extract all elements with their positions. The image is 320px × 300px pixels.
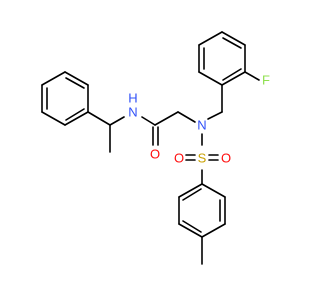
amide-hydrogen-label: H [128,91,137,106]
fluorophenyl-ring [198,31,260,113]
amide-group [141,111,179,146]
sulfonyl-oxygen-right-label: O [221,151,231,166]
tolyl-ring [178,183,226,265]
sulfur-atom-label: S [198,151,207,166]
molecule-structure: F N H O N S O O [41,31,270,265]
fluorine-atom-label: F [262,73,270,88]
sulfonamide-nitrogen-label: N [197,118,206,133]
sulfonamide-n-bonds [201,111,223,146]
ethyl-linker [87,111,125,153]
amide-nitrogen-label: N [128,105,137,120]
sulfonyl-double-bonds [185,154,219,161]
structure-canvas: F N H O N S O O [41,31,270,265]
methylene-bond [177,111,196,123]
sulfonyl-oxygen-left-label: O [174,151,184,166]
carbonyl-oxygen-label: O [150,147,160,162]
phenyl-ring-left [41,71,89,126]
